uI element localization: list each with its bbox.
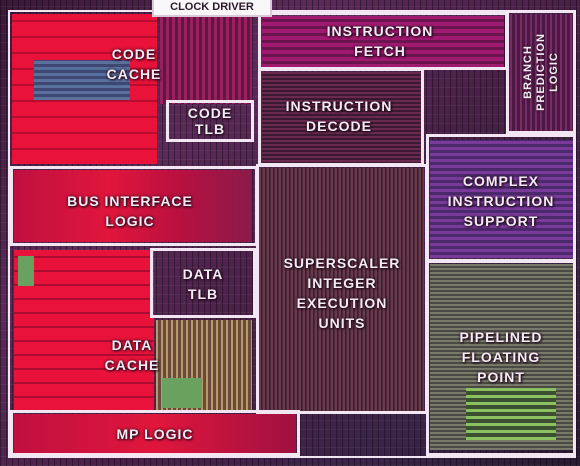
- data-cache-line-1: DATA: [111, 337, 153, 353]
- integer-units-label: SUPERSCALER INTEGER EXECUTION UNITS: [258, 252, 426, 334]
- fetch-region: [262, 16, 504, 68]
- complex-instruction-line-3: SUPPORT: [463, 213, 539, 229]
- code-cache-line-1: CODE: [111, 46, 157, 62]
- bus-interface-line-2: LOGIC: [105, 213, 155, 229]
- instruction-fetch-line-2: FETCH: [354, 43, 406, 59]
- code-tlb-label: CODE TLB: [168, 104, 252, 138]
- branch-prediction-label: BRANCH PREDICTION LOGIC: [519, 12, 563, 132]
- data-cache-green-patch: [162, 378, 202, 408]
- code-cache-blue-strip: [34, 60, 130, 100]
- decode-region: [262, 72, 422, 164]
- complex-instruction-label: COMPLEX INSTRUCTION SUPPORT: [430, 170, 572, 232]
- complex-instruction-line-2: INSTRUCTION: [447, 193, 555, 209]
- data-cache-array: [14, 250, 154, 410]
- floating-point-line-3: POINT: [477, 369, 525, 385]
- instruction-decode-label: INSTRUCTION DECODE: [264, 95, 414, 137]
- data-cache-label: DATA CACHE: [76, 334, 188, 376]
- bus-region: [14, 170, 252, 242]
- data-tlb-label: DATA TLB: [156, 263, 250, 305]
- branch-prediction-line-3: LOGIC: [547, 52, 560, 92]
- instruction-fetch-line-1: INSTRUCTION: [326, 23, 434, 39]
- integer-units-line-4: UNITS: [318, 315, 366, 331]
- floating-point-box: [426, 260, 576, 456]
- mp-region: [14, 414, 296, 454]
- integer-units-line-1: SUPERSCALER: [283, 255, 401, 271]
- bus-interface-label: BUS INTERFACE LOGIC: [40, 190, 220, 232]
- branch-prediction-line-2: PREDICTION: [534, 33, 547, 111]
- floating-point-line-1: PIPELINED: [459, 329, 543, 345]
- mp-logic-box: [10, 410, 300, 456]
- data-cache-green-strip: [18, 256, 34, 286]
- branch-prediction-box: [506, 10, 576, 134]
- instruction-decode-line-1: INSTRUCTION: [285, 98, 393, 114]
- instruction-fetch-label: INSTRUCTION FETCH: [300, 20, 460, 62]
- data-tlb-line-1: DATA: [182, 266, 224, 282]
- data-tlb-box: [150, 248, 256, 318]
- mp-logic-label: MP LOGIC: [116, 426, 194, 442]
- data-tlb-line-2: TLB: [187, 286, 219, 302]
- fpu-green-rows: [466, 388, 556, 440]
- data-cache-line-2: CACHE: [104, 357, 160, 373]
- code-cache-side: [160, 14, 252, 104]
- instruction-decode-line-2: DECODE: [306, 118, 372, 134]
- integer-units-line-2: INTEGER: [307, 275, 377, 291]
- integer-units-line-3: EXECUTION: [296, 295, 388, 311]
- floating-point-label: PIPELINED FLOATING POINT: [430, 326, 572, 388]
- integer-region: [258, 168, 424, 412]
- code-cache-line-2: CACHE: [106, 66, 162, 82]
- branch-prediction-line-1: BRANCH: [521, 45, 534, 99]
- floating-point-line-2: FLOATING: [461, 349, 541, 365]
- branch-region: [510, 14, 574, 132]
- complex-instruction-line-1: COMPLEX: [462, 173, 540, 189]
- code-tlb-line-1: CODE: [187, 105, 233, 121]
- code-tlb-box: [166, 100, 254, 142]
- clock-driver-label: CLOCK DRIVER: [152, 0, 272, 17]
- complex-region: [430, 140, 574, 258]
- code-tlb-line-2: TLB: [194, 121, 226, 137]
- bus-interface-line-1: BUS INTERFACE: [67, 193, 193, 209]
- code-cache-label: CODE CACHE: [76, 42, 192, 86]
